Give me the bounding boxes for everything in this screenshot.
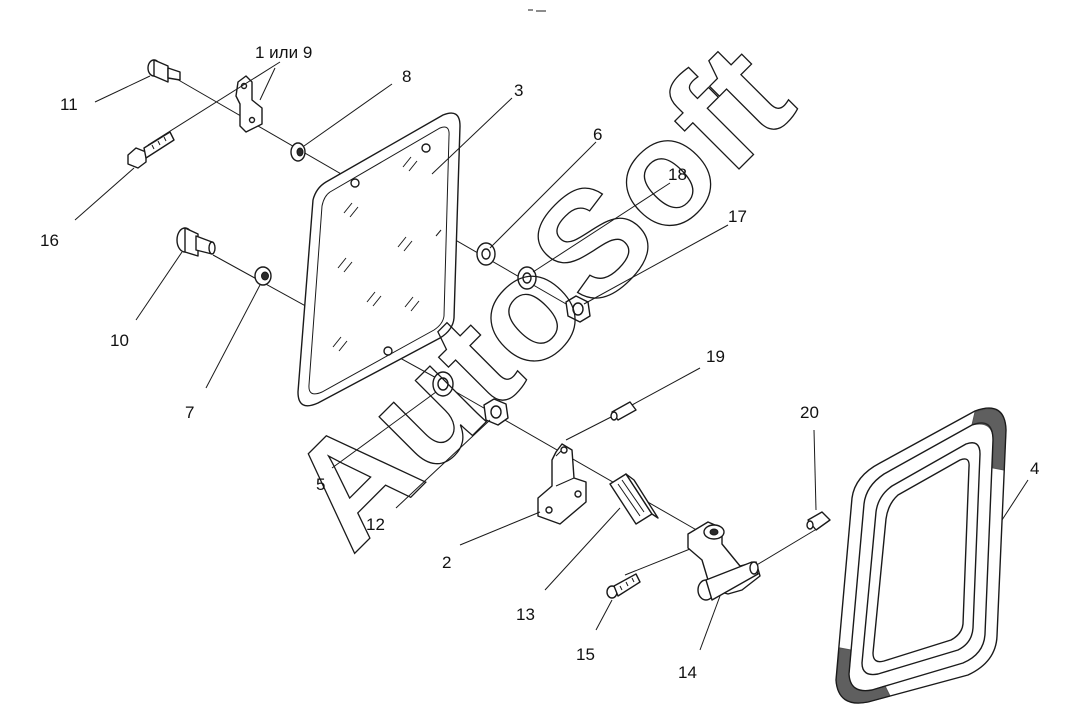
bolt-16 — [127, 131, 175, 169]
label-19: 19 — [706, 347, 725, 366]
washer-18 — [517, 266, 537, 290]
label-10: 10 — [110, 331, 129, 350]
grommet-8 — [290, 142, 306, 162]
leader-lines — [74, 61, 1029, 651]
pin-19 — [610, 401, 637, 421]
washer-5 — [432, 371, 454, 397]
label-2: 2 — [442, 553, 451, 572]
washer-6 — [476, 242, 496, 266]
label-13: 13 — [516, 605, 535, 624]
glass-reflection-hatching — [332, 156, 442, 352]
hinge-arm-14 — [687, 521, 761, 601]
nut-17 — [565, 295, 591, 323]
grommet-7 — [254, 266, 272, 286]
label-8: 8 — [402, 67, 411, 86]
screw-15 — [606, 573, 641, 599]
label-20: 20 — [800, 403, 819, 422]
rubber-block-13 — [609, 473, 659, 525]
label-3: 3 — [514, 81, 523, 100]
glass-pane — [297, 112, 461, 407]
bracket-1-or-9 — [235, 75, 263, 133]
hinge-bracket-2 — [537, 443, 587, 525]
label-6: 6 — [593, 125, 602, 144]
label-15: 15 — [576, 645, 595, 664]
bolt-10 — [176, 227, 216, 257]
label-7: 7 — [185, 403, 194, 422]
label-1-or-9: 1 или 9 — [255, 43, 312, 62]
top-mark — [528, 9, 546, 12]
label-4: 4 — [1030, 459, 1039, 478]
label-11: 11 — [60, 95, 78, 114]
label-5: 5 — [316, 475, 325, 494]
bolt-11 — [147, 59, 181, 83]
window-seal-frame — [835, 407, 1007, 704]
label-18: 18 — [668, 165, 687, 184]
label-14: 14 — [678, 663, 697, 682]
callout-labels: 1 или 9 11 8 3 6 18 17 16 10 7 5 12 19 2… — [40, 43, 1039, 682]
pin-20 — [806, 511, 831, 531]
nut-12 — [483, 398, 509, 426]
label-17: 17 — [728, 207, 747, 226]
label-16: 16 — [40, 231, 59, 250]
label-12: 12 — [366, 515, 385, 534]
